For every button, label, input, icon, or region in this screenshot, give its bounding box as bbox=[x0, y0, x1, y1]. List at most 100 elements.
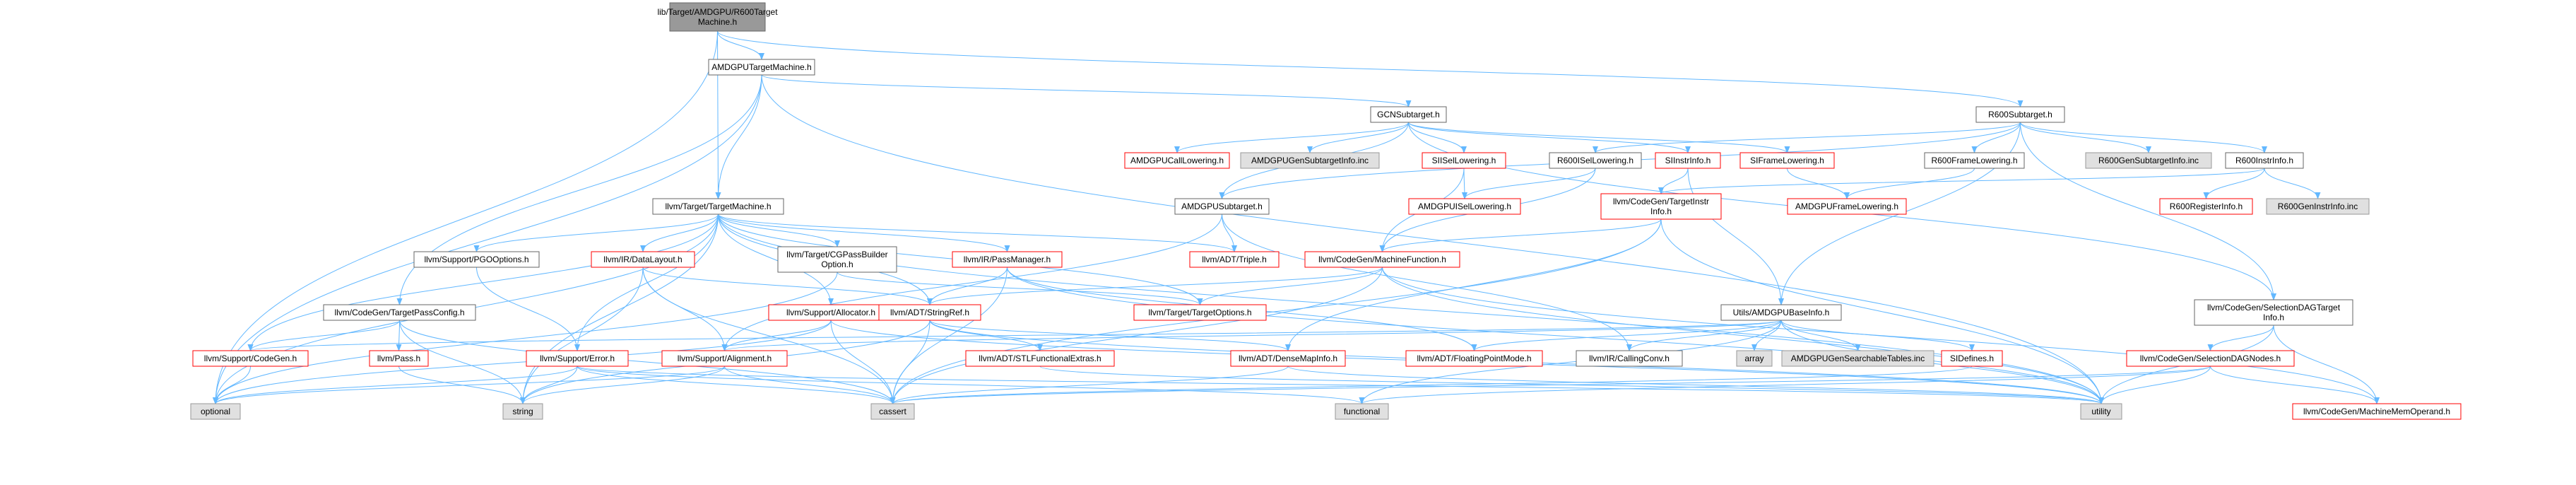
edge-mfunc-to-tgtopts bbox=[1197, 267, 1383, 305]
edge-tpconfig-to-supp_codegen bbox=[247, 320, 400, 351]
node-label: R600GenSubtargetInfo.inc bbox=[2098, 156, 2199, 165]
node-amdgpu_sub: AMDGPUSubtarget.h bbox=[1174, 198, 1270, 215]
node-mmo[interactable]: llvm/CodeGen/MachineMemOperand.h bbox=[2292, 403, 2462, 420]
edge-datalayout-to-supp_align bbox=[642, 267, 728, 351]
node-allocator[interactable]: llvm/Support/Allocator.h bbox=[768, 304, 894, 321]
edge-cgpass-to-tgtopts bbox=[837, 271, 1203, 305]
node-amdgpu_isel[interactable]: AMDGPUISelLowering.h bbox=[1408, 198, 1521, 215]
node-sidefines[interactable]: SIDefines.h bbox=[1941, 350, 2003, 367]
node-triple[interactable]: llvm/ADT/Triple.h bbox=[1189, 251, 1280, 268]
node-box bbox=[669, 2, 766, 32]
edge-densemapinfo-to-utility bbox=[1287, 366, 2104, 404]
edge-r600_instr-to-r600_geninstr_inc bbox=[2264, 168, 2321, 199]
edge-tgt_instr-to-utility bbox=[1660, 218, 2104, 404]
node-label: lib/Target/AMDGPU/R600Target bbox=[657, 7, 778, 17]
node-label: Info.h bbox=[2263, 312, 2284, 322]
node-r600_instr: R600InstrInfo.h bbox=[2225, 152, 2304, 169]
edge-target_machine-to-cgpass bbox=[718, 214, 840, 247]
node-label: R600FrameLowering.h bbox=[1931, 156, 2017, 165]
edge-densemapinfo-to-cassert bbox=[890, 366, 1289, 404]
node-r600_reg[interactable]: R600RegisterInfo.h bbox=[2159, 198, 2253, 215]
node-box bbox=[192, 350, 309, 367]
node-box bbox=[1370, 106, 1447, 123]
node-si_isel[interactable]: SIISelLowering.h bbox=[1422, 152, 1506, 169]
node-gcn_sub: GCNSubtarget.h bbox=[1370, 106, 1447, 123]
node-box bbox=[777, 246, 897, 273]
edge-gcn_sub-to-amdgpu_calllower bbox=[1174, 122, 1409, 153]
edge-r600_instr-to-r600_reg bbox=[2203, 168, 2265, 199]
edge-basefo-to-callingconv bbox=[1626, 320, 1782, 351]
node-floatpt[interactable]: llvm/ADT/FloatingPointMode.h bbox=[1405, 350, 1543, 367]
node-supp_error[interactable]: llvm/Support/Error.h bbox=[526, 350, 629, 367]
node-box bbox=[652, 198, 784, 215]
node-box bbox=[965, 350, 1115, 367]
edge-r600_sub-to-seldag_tgt bbox=[2020, 122, 2276, 300]
node-label: llvm/ADT/StringRef.h bbox=[890, 308, 969, 317]
edge-seldag_tgt-to-mmo bbox=[2273, 325, 2380, 404]
edge-target_machine-to-datalayout bbox=[640, 214, 719, 252]
node-label: llvm/ADT/FloatingPointMode.h bbox=[1417, 353, 1531, 363]
node-label: SIISelLowering.h bbox=[1432, 156, 1496, 165]
node-box bbox=[1975, 106, 2065, 123]
node-box bbox=[1600, 193, 1722, 220]
edge-stlfunc-to-utility bbox=[1039, 366, 2104, 404]
edge-datalayout-to-cassert bbox=[642, 267, 896, 404]
node-box bbox=[1174, 198, 1270, 215]
node-stringref[interactable]: llvm/ADT/StringRef.h bbox=[878, 304, 981, 321]
edge-si_isel-to-amdgpu_isel bbox=[1461, 168, 1467, 199]
node-amdgpu_calllower[interactable]: AMDGPUCallLowering.h bbox=[1124, 152, 1230, 169]
node-mfunc[interactable]: llvm/CodeGen/MachineFunction.h bbox=[1304, 251, 1460, 268]
edge-basefo-to-supp_align bbox=[722, 320, 1782, 351]
node-pass[interactable]: llvm/Pass.h bbox=[369, 350, 429, 367]
node-box bbox=[1408, 198, 1521, 215]
node-box bbox=[369, 350, 429, 367]
node-box bbox=[1720, 304, 1842, 321]
node-label: cassert bbox=[879, 407, 906, 416]
node-r600_isel: R600ISelLowering.h bbox=[1549, 152, 1642, 169]
node-box bbox=[661, 350, 788, 367]
node-box bbox=[2159, 198, 2253, 215]
node-callingconv: llvm/IR/CallingConv.h bbox=[1576, 350, 1683, 367]
node-label: GCNSubtarget.h bbox=[1377, 110, 1440, 119]
node-amdgpu_frame[interactable]: AMDGPUFrameLowering.h bbox=[1787, 198, 1907, 215]
node-datalayout[interactable]: llvm/IR/DataLayout.h bbox=[591, 251, 695, 268]
node-densemapinfo[interactable]: llvm/ADT/DenseMapInfo.h bbox=[1230, 350, 1346, 367]
edge-seldagnodes-to-functional bbox=[1359, 366, 2211, 404]
node-box bbox=[878, 304, 981, 321]
nodes-layer: lib/Target/AMDGPU/R600TargetMachine.hAMD… bbox=[190, 2, 2462, 420]
node-tgtopts[interactable]: llvm/Target/TargetOptions.h bbox=[1133, 304, 1267, 321]
node-si_frame[interactable]: SIFrameLowering.h bbox=[1739, 152, 1835, 169]
node-supp_codegen[interactable]: llvm/Support/CodeGen.h bbox=[192, 350, 309, 367]
node-label: AMDGPUISelLowering.h bbox=[1418, 201, 1511, 211]
edge-stringref-to-cassert bbox=[890, 320, 930, 404]
edge-allocator-to-cassert bbox=[830, 320, 896, 404]
node-stlfunc[interactable]: llvm/ADT/STLFunctionalExtras.h bbox=[965, 350, 1115, 367]
node-r600_sub: R600Subtarget.h bbox=[1975, 106, 2065, 123]
node-label: R600InstrInfo.h bbox=[2235, 156, 2293, 165]
node-label: AMDGPUTargetMachine.h bbox=[711, 62, 811, 72]
edge-supp_error-to-cassert bbox=[577, 366, 896, 404]
node-label: llvm/Support/PGOOptions.h bbox=[424, 255, 528, 264]
edge-basefo-to-array bbox=[1751, 320, 1782, 351]
edge-supp_align-to-optional bbox=[213, 366, 725, 404]
edge-amdgpu_sub-to-triple bbox=[1222, 214, 1237, 252]
node-box bbox=[1941, 350, 2003, 367]
node-amdgpu_tm: AMDGPUTargetMachine.h bbox=[708, 59, 815, 76]
edge-basefo-to-supp_codegen bbox=[248, 320, 1782, 351]
node-label: llvm/Support/Allocator.h bbox=[786, 308, 875, 317]
edge-target_machine-to-triple bbox=[718, 214, 1237, 252]
node-label: AMDGPUFrameLowering.h bbox=[1795, 201, 1898, 211]
node-seldagnodes[interactable]: llvm/CodeGen/SelectionDAGNodes.h bbox=[2126, 350, 2295, 367]
edge-r600_sub-to-r600_isel bbox=[1593, 122, 2021, 153]
node-supp_align[interactable]: llvm/Support/Alignment.h bbox=[661, 350, 788, 367]
edge-mfunc-to-stringref bbox=[927, 267, 1383, 305]
edge-pgo-to-supp_error bbox=[476, 267, 580, 351]
edge-basefo-to-floatpt bbox=[1471, 320, 1782, 351]
node-passmgr[interactable]: llvm/IR/PassManager.h bbox=[952, 251, 1063, 268]
edge-root-to-optional bbox=[213, 30, 718, 404]
edge-amdgpu_sub-to-supp_align bbox=[721, 214, 1222, 351]
node-box bbox=[1405, 350, 1543, 367]
node-si_instr[interactable]: SIInstrInfo.h bbox=[1655, 152, 1721, 169]
